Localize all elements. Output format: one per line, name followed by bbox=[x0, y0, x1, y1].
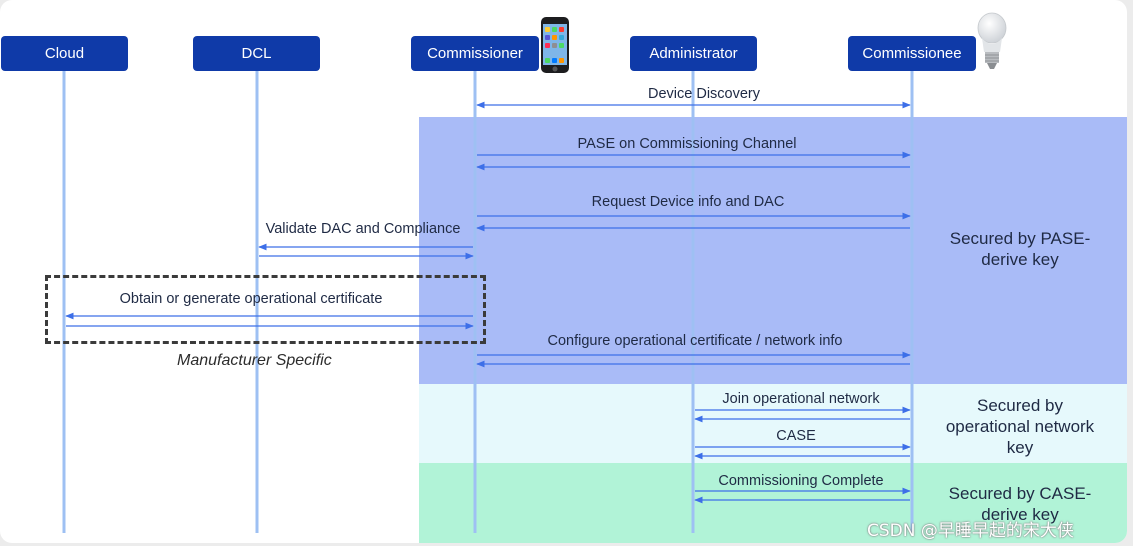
msg-validate-dac: Validate DAC and Compliance bbox=[265, 221, 461, 237]
actor-label: Administrator bbox=[649, 45, 738, 62]
manufacturer-specific-label: Manufacturer Specific bbox=[177, 352, 332, 369]
pase-secured-zone bbox=[419, 117, 1127, 384]
actor-label: DCL bbox=[241, 45, 272, 62]
smartphone-icon bbox=[541, 17, 569, 73]
actor-label: Cloud bbox=[44, 45, 85, 62]
light-bulb-icon bbox=[977, 12, 1007, 69]
case-secured-zone bbox=[419, 463, 1127, 543]
actor-label: Commissionee bbox=[862, 45, 962, 62]
msg-op-cert: Obtain or generate operational certifica… bbox=[119, 291, 383, 307]
msg-pase: PASE on Commissioning Channel bbox=[577, 136, 797, 152]
actor-label: Commissioner bbox=[427, 45, 523, 62]
csdn-watermark: CSDN @早睡早起的宋大侠 bbox=[867, 521, 1074, 541]
manufacturer-specific-box bbox=[45, 275, 486, 344]
msg-device-info: Request Device info and DAC bbox=[591, 194, 785, 210]
actor-administrator: Administrator bbox=[630, 36, 757, 71]
msg-complete: Commissioning Complete bbox=[718, 473, 884, 489]
operational-zone-label: Secured by operational network key bbox=[945, 396, 1095, 457]
operational-network-secured-zone bbox=[419, 384, 1127, 463]
case-zone-label: Secured by CASE- derive key bbox=[948, 484, 1092, 524]
actor-cloud: Cloud bbox=[1, 36, 128, 71]
msg-configure: Configure operational certificate / netw… bbox=[547, 333, 843, 349]
msg-device-discovery: Device Discovery bbox=[648, 86, 760, 102]
actor-commissioner: Commissioner bbox=[411, 36, 539, 71]
pase-zone-label: Secured by PASE- derive key bbox=[949, 229, 1091, 269]
msg-join: Join operational network bbox=[722, 391, 880, 407]
actor-dcl: DCL bbox=[193, 36, 320, 71]
msg-case: CASE bbox=[776, 428, 816, 444]
actor-commissionee: Commissionee bbox=[848, 36, 976, 71]
